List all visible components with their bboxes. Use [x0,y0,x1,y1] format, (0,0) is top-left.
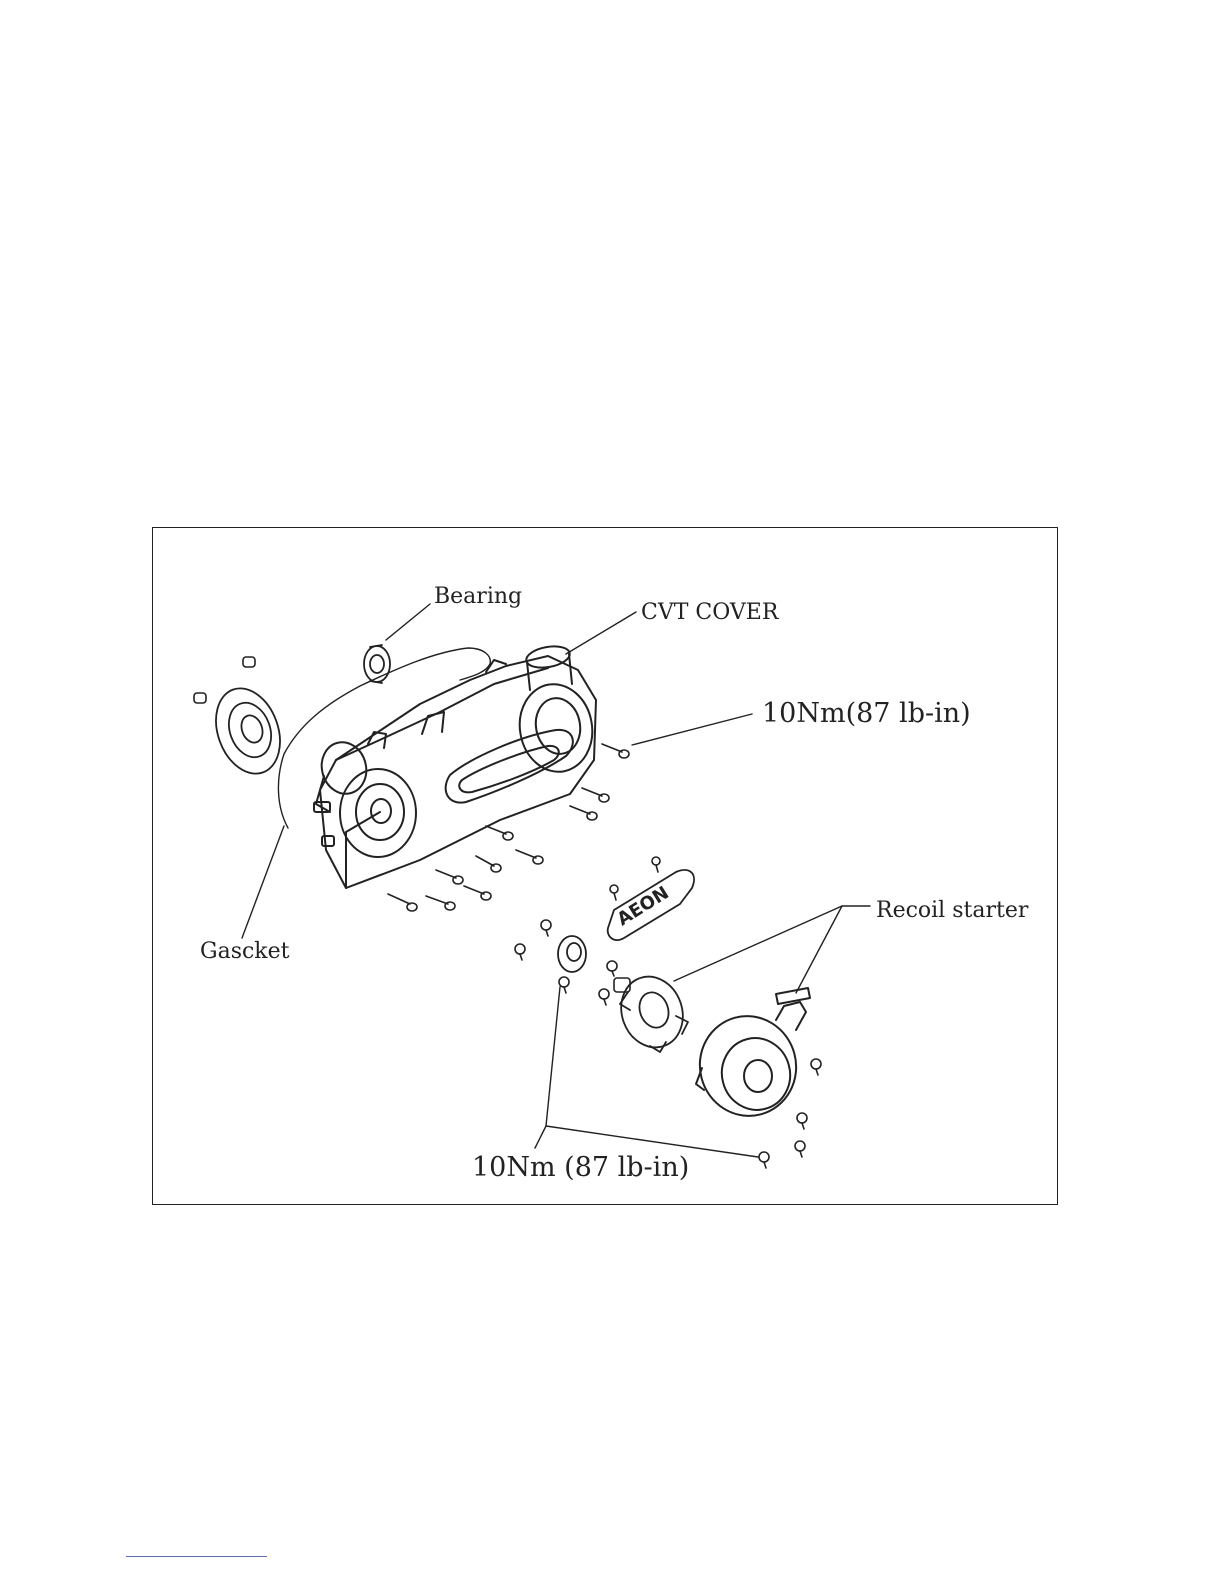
recoil-starter-housing [689,988,810,1127]
torque-label-top: 10Nm(87 lb-in) [762,698,971,729]
small-pulley [558,936,586,972]
gasket-label: Gascket [200,939,290,964]
spacer-collar [614,978,630,992]
cvt-cover [314,643,599,888]
recoil-pulley [611,968,692,1056]
seal-plate [205,679,291,782]
footnote-separator [126,1556,267,1557]
recoil-starter-label: Recoil starter [876,898,1028,923]
bearing-label: Bearing [434,584,522,609]
leader-lines [242,604,870,1157]
bolt [388,744,629,911]
bearing [364,645,390,683]
aeon-logo-text: AEON [614,882,673,930]
cvt-cover-label: CVT COVER [641,600,778,625]
torque-label-bottom: 10Nm (87 lb-in) [472,1152,689,1183]
